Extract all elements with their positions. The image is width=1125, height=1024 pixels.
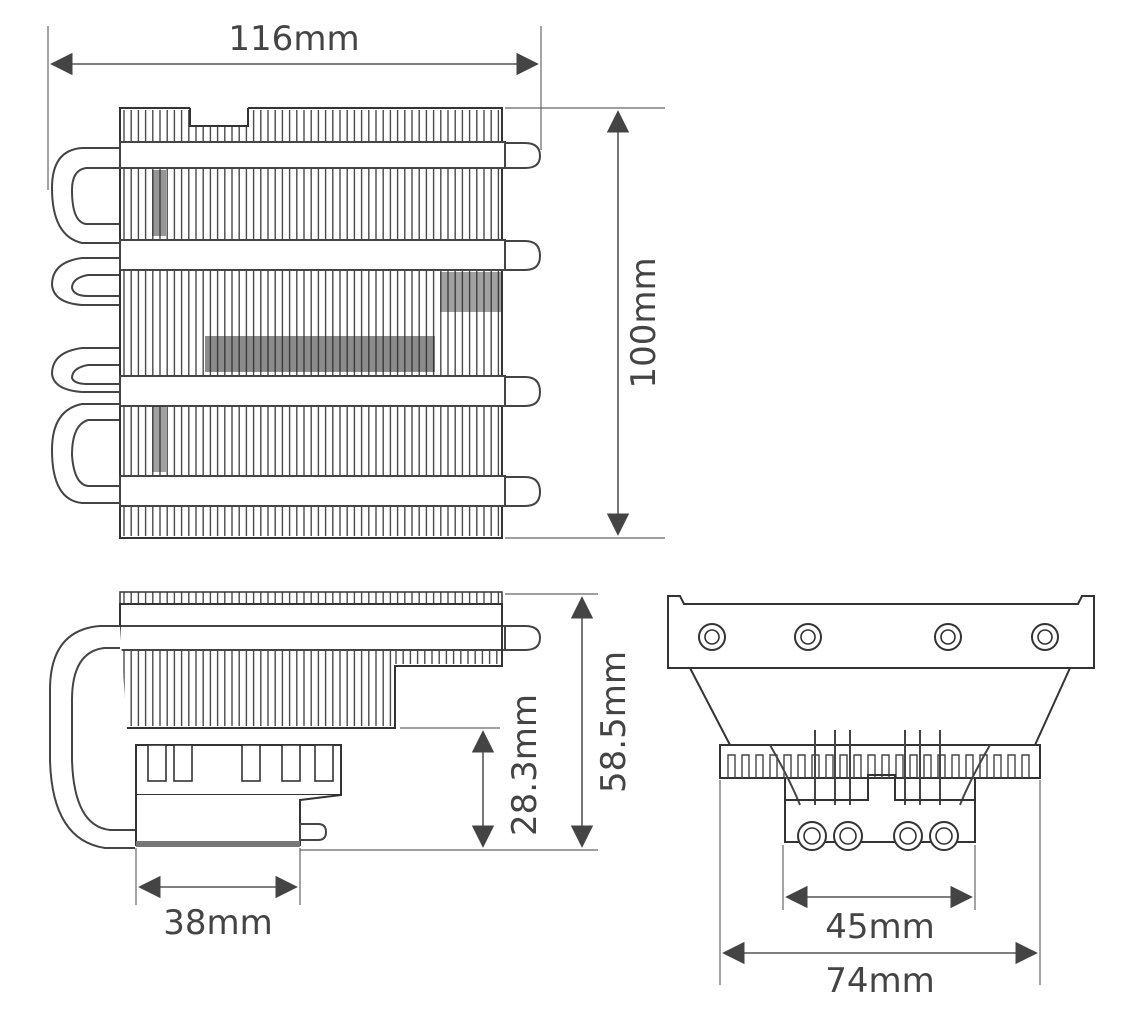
side-view-main-fins (123, 650, 498, 726)
side-view-pipe-rod (119, 625, 506, 651)
fin-tooth (951, 754, 960, 778)
side-clearance-label: 28.3mm (505, 694, 545, 836)
fin-tooth (839, 754, 848, 778)
fin-tooth (783, 754, 792, 778)
fin-tooth (755, 754, 764, 778)
top-view-notch (190, 104, 248, 126)
fin-tooth (769, 754, 778, 778)
front-view-base (784, 778, 976, 843)
top-view-fin-outline (119, 107, 503, 539)
side-view: 58.5mm 28.3mm 38mm (49, 591, 634, 943)
fin-tooth (1007, 754, 1016, 778)
fin-tooth (867, 754, 876, 778)
fin-tooth (909, 754, 918, 778)
front-view-pipe-holes (698, 623, 1059, 651)
fin-tooth (741, 754, 750, 778)
front-view-fins (719, 744, 1041, 779)
side-view-top-fins (123, 592, 500, 604)
front-view-top-plate (667, 595, 1095, 669)
fin-tooth (853, 754, 862, 778)
top-view-heatpipes (50, 147, 120, 504)
front-view-taper (689, 667, 1071, 746)
fin-tooth (895, 754, 904, 778)
fin-tooth (727, 754, 736, 778)
fin-tooth (797, 754, 806, 778)
front-outer-width-label: 74mm (825, 961, 935, 1001)
top-height-label: 100mm (624, 257, 664, 388)
front-view-base-pipes (797, 821, 959, 851)
side-total-height-label: 58.5mm (594, 651, 634, 793)
top-view-fin-stack (123, 110, 500, 536)
side-view-base (135, 744, 342, 847)
side-base-width-label: 38mm (163, 903, 273, 943)
front-view: 45mm 74mm (667, 595, 1095, 1001)
fin-tooth (923, 754, 932, 778)
fin-tooth (993, 754, 1002, 778)
top-view-shading (152, 170, 502, 472)
top-view: 116mm 100mm (47, 19, 665, 539)
fin-tooth (965, 754, 974, 778)
fin-tooth (1021, 754, 1030, 778)
fin-tooth (825, 754, 834, 778)
fin-tooth (881, 754, 890, 778)
top-width-label: 116mm (228, 19, 359, 59)
top-view-pipe-rods (119, 141, 542, 507)
front-inner-width-label: 45mm (825, 907, 935, 947)
fin-tooth (937, 754, 946, 778)
